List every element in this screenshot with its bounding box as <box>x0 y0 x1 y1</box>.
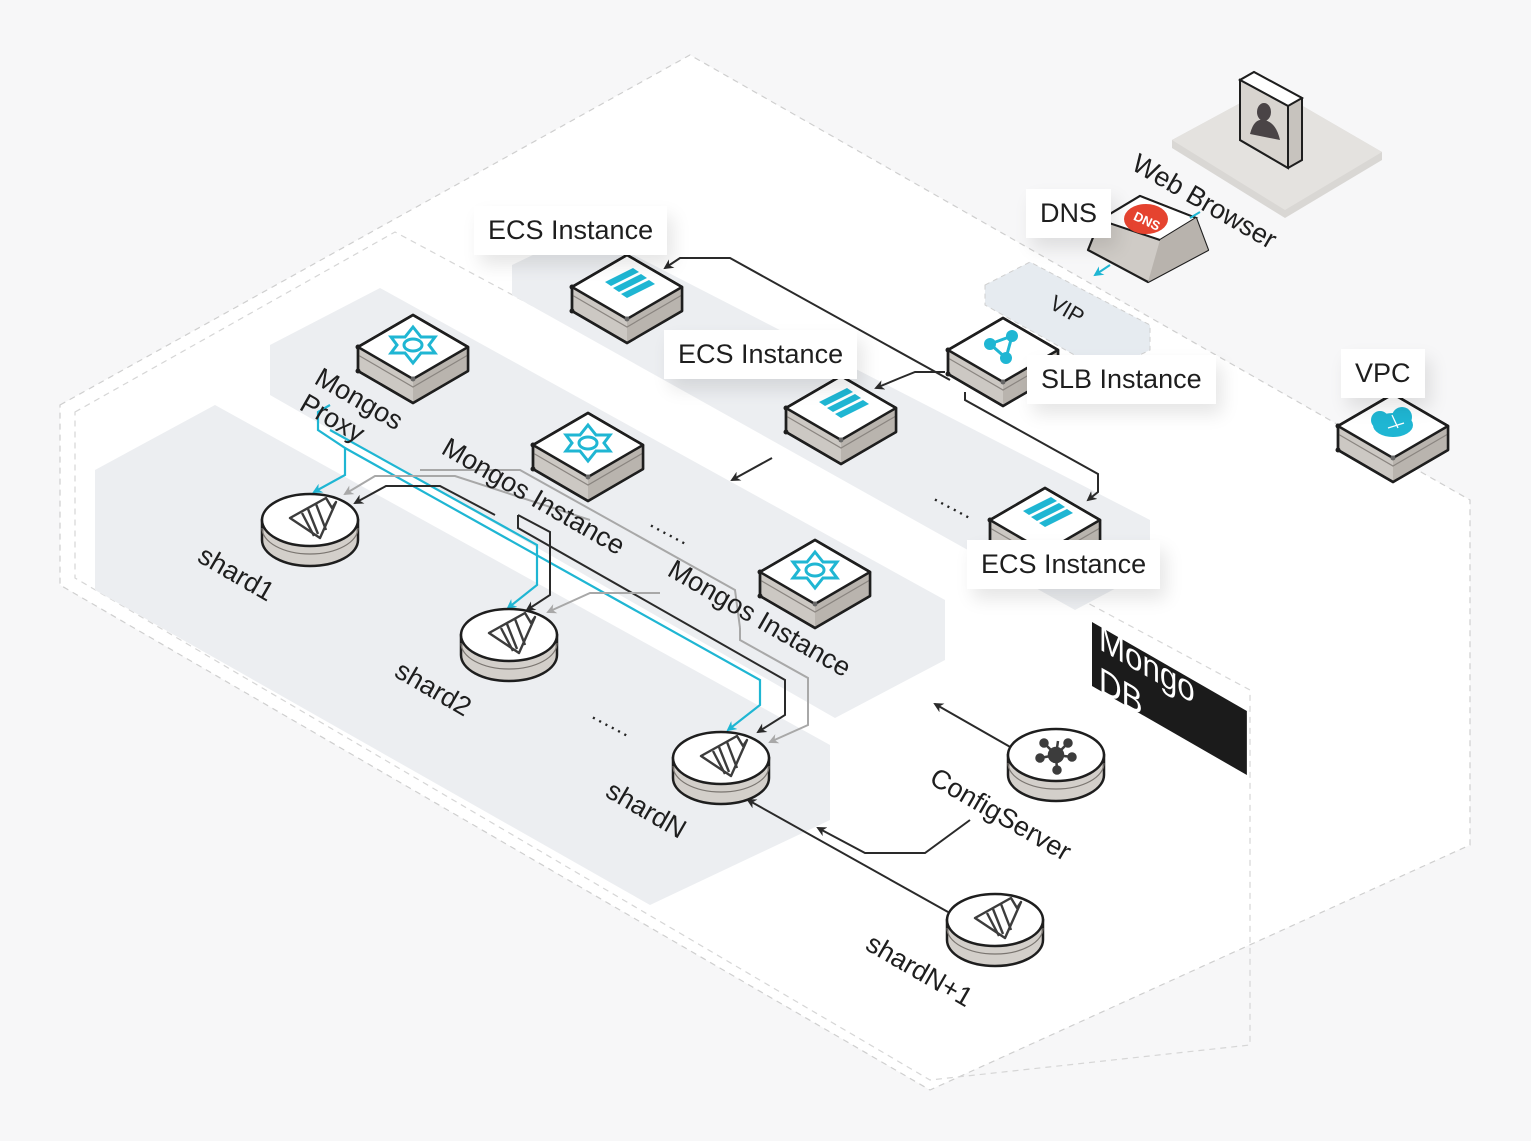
edge-mi2-shardN <box>739 628 809 744</box>
edge-mi1-shard2 <box>517 514 551 612</box>
ecs-label-3: ECS Instance <box>967 540 1161 589</box>
dns-icon: DNS <box>1124 204 1168 234</box>
slb-label: SLB Instance <box>1027 355 1216 404</box>
edge-proxy-shardN <box>344 447 762 732</box>
edge-slb-ecs1 <box>663 257 951 381</box>
dns-label: DNS <box>1026 189 1112 238</box>
user-icon <box>1250 103 1280 140</box>
vip-zone <box>984 261 1151 373</box>
dns-node[interactable]: DNS <box>1086 194 1210 284</box>
web-browser-node[interactable] <box>1172 70 1382 218</box>
edge-mi2-shard1 <box>343 475 591 521</box>
edge-mi2-shard2 <box>546 592 660 614</box>
edge-mi1-shard1 <box>353 485 496 516</box>
shard2-node[interactable] <box>459 607 559 683</box>
load-balancer-icon <box>984 330 1018 364</box>
hub-icon <box>1035 738 1077 775</box>
ecs-label-2: ECS Instance <box>664 330 858 379</box>
vpc-label: VPC <box>1341 349 1425 398</box>
edge-slb-ecs3 <box>964 392 1099 502</box>
edge-proxy-shard1 <box>312 404 347 493</box>
vpc-node[interactable] <box>1334 392 1450 484</box>
shardN1-node[interactable] <box>945 892 1045 968</box>
edge-config-shards <box>816 819 971 854</box>
edge-config-mongos <box>933 703 1013 749</box>
slb-node[interactable] <box>944 316 1060 408</box>
connections <box>312 211 1201 913</box>
edge-browser-dns <box>1189 211 1201 219</box>
cloud-icon <box>1371 407 1413 437</box>
config-server-node[interactable] <box>1006 727 1106 803</box>
edge-dns-vip <box>1093 264 1111 277</box>
mongos-zone <box>270 288 945 718</box>
edge-slb-ecs2 <box>874 371 945 390</box>
edge-proxy-shard2 <box>329 429 539 610</box>
edge-ecs-mongos <box>730 457 773 481</box>
shard1-node[interactable] <box>260 492 360 568</box>
mongodb-boundary <box>74 231 1251 1081</box>
edge-shardN1-shardN <box>746 799 949 913</box>
edge-mi1-shardN <box>517 515 786 734</box>
ecs-label-1: ECS Instance <box>474 206 668 255</box>
shardN-node[interactable] <box>671 730 771 806</box>
